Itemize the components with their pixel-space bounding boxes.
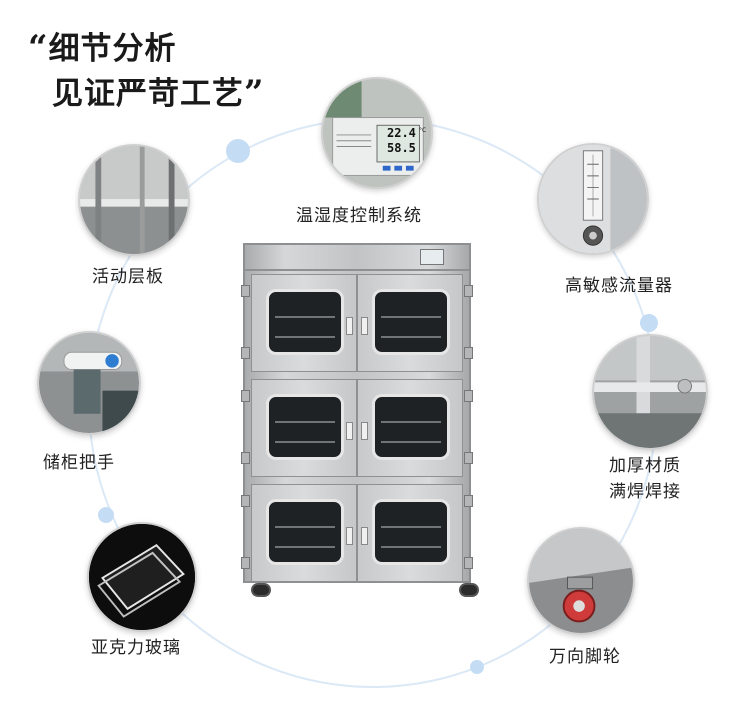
adjustable-shelf-icon	[80, 146, 188, 254]
heading-line-1: “细节分析	[28, 26, 265, 71]
acrylic-glass-thumb	[87, 522, 197, 632]
caption-flowmeter: 高敏感流量器	[565, 276, 673, 296]
hinge	[241, 452, 250, 464]
caption-welding: 满焊焊接	[609, 482, 681, 502]
heading-text-2: 见证严苛工艺	[52, 76, 244, 112]
cabinet-door[interactable]	[357, 379, 463, 477]
temperature-unit: °C	[419, 127, 427, 134]
open-quote: “	[28, 28, 49, 68]
hinge	[241, 557, 250, 569]
hinge	[241, 390, 250, 402]
thermo-hygrometer-thumb: 22.4 °C 58.5	[321, 77, 433, 189]
flowmeter-thumb	[537, 143, 649, 255]
hinge	[241, 347, 250, 359]
heading-line-2: 见证严苛工艺”	[28, 71, 265, 116]
door-handle[interactable]	[361, 527, 368, 545]
heading-text-1: 细节分析	[48, 31, 177, 67]
caption-material: 加厚材质	[609, 456, 681, 476]
welded-frame-thumb	[592, 334, 708, 450]
caster-wheel-icon	[529, 529, 633, 633]
door-window	[372, 499, 450, 565]
caption-caster-wheel: 万向脚轮	[549, 647, 621, 667]
caption-cabinet-handle: 储柜把手	[43, 453, 115, 473]
door-handle[interactable]	[346, 422, 353, 440]
caption-thermo-hygrometer: 温湿度控制系统	[296, 206, 422, 226]
cabinet-top-panel	[245, 245, 469, 271]
hinge	[464, 452, 473, 464]
caption-acrylic-glass: 亚克力玻璃	[91, 638, 181, 658]
ring-dot	[226, 139, 250, 163]
hinge	[464, 285, 473, 297]
flowmeter-icon	[539, 145, 647, 253]
dry-cabinet	[241, 243, 473, 585]
cabinet-door[interactable]	[251, 274, 357, 372]
caster-wheel	[251, 583, 271, 597]
cabinet-door[interactable]	[251, 379, 357, 477]
acrylic-glass-icon	[89, 524, 195, 630]
temperature-readout: 22.4	[387, 126, 416, 140]
page-heading: “细节分析 见证严苛工艺”	[28, 26, 265, 116]
humidity-readout: 58.5	[387, 141, 416, 155]
close-quote: ”	[244, 73, 265, 113]
ring-dot	[640, 314, 658, 332]
ring-dot	[470, 660, 484, 674]
control-panel	[420, 249, 444, 265]
welded-frame-icon	[594, 336, 706, 448]
door-handle[interactable]	[346, 317, 353, 335]
adjustable-shelf-thumb	[78, 144, 190, 256]
door-window	[372, 394, 450, 460]
hinge	[464, 347, 473, 359]
thermo-hygrometer-icon	[323, 79, 431, 187]
caption-adjustable-shelf: 活动层板	[92, 267, 164, 287]
cabinet-door[interactable]	[357, 274, 463, 372]
caster-wheel-thumb	[527, 527, 635, 635]
door-handle[interactable]	[361, 317, 368, 335]
hinge	[464, 495, 473, 507]
door-handle[interactable]	[361, 422, 368, 440]
cabinet-door[interactable]	[251, 484, 357, 582]
cabinet-row	[249, 271, 465, 375]
ring-dot	[98, 507, 114, 523]
door-handle[interactable]	[346, 527, 353, 545]
hinge	[241, 285, 250, 297]
door-window	[266, 499, 344, 565]
hinge	[241, 495, 250, 507]
cabinet-row	[249, 376, 465, 480]
door-window	[266, 289, 344, 355]
door-window	[266, 394, 344, 460]
hinge	[464, 557, 473, 569]
caster-wheel	[459, 583, 479, 597]
cabinet-row	[249, 481, 465, 585]
cabinet-handle-icon	[39, 333, 139, 433]
door-window	[372, 289, 450, 355]
cabinet-handle-thumb	[37, 331, 141, 435]
hinge	[464, 390, 473, 402]
cabinet-door[interactable]	[357, 484, 463, 582]
